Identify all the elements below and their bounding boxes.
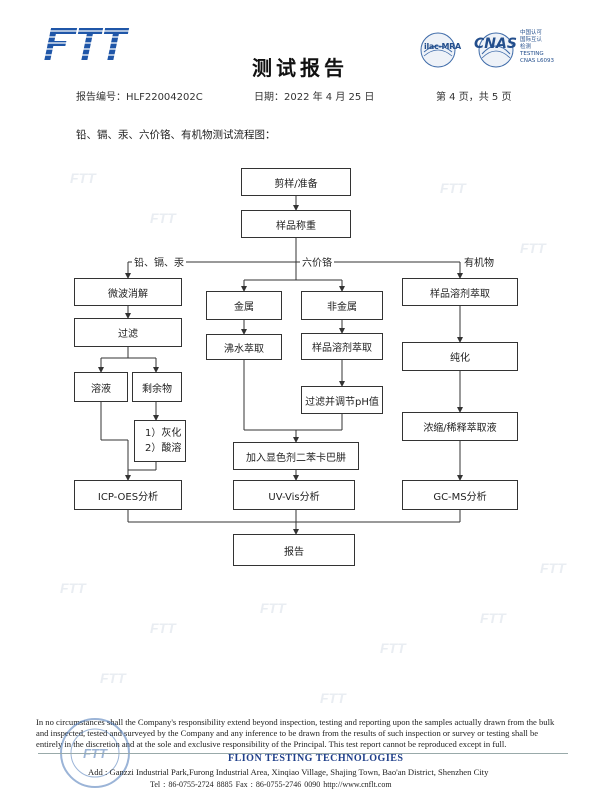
step-solvent-extract-right: 样品溶剂萃取 (402, 278, 518, 306)
watermark: FTT (520, 240, 546, 256)
cnas-detail-line: 国际互认 (520, 37, 543, 43)
step-ash-digest: 1）灰化 2）酸溶 (134, 420, 186, 462)
footer-address: Add : Ganzzi Industrial Park,Furong Indu… (88, 767, 489, 777)
step-uv-vis: UV-Vis分析 (233, 480, 355, 510)
branch-label-organic: 有机物 (462, 254, 496, 269)
ash-step-1: 1）灰化 (145, 428, 182, 439)
step-metal: 金属 (206, 291, 282, 320)
ilac-badge-label: ilac-MRA (424, 42, 461, 51)
cnas-detail-line: CNAS L6093 (520, 58, 555, 64)
step-boiling-water: 沸水萃取 (206, 334, 282, 360)
watermark: FTT (60, 580, 86, 596)
watermark: FTT (150, 210, 176, 226)
watermark: FTT (480, 610, 506, 626)
step-gc-ms: GC-MS分析 (402, 480, 518, 510)
footer-divider (38, 753, 568, 762)
step-concentrate: 浓缩/稀释萃取液 (402, 412, 518, 441)
step-icp-oes: ICP-OES分析 (74, 480, 182, 510)
step-filter: 过滤 (74, 318, 182, 347)
report-number: 报告编号：HLF22004202C (76, 92, 203, 103)
watermark: FTT (150, 620, 176, 636)
step-report: 报告 (233, 534, 355, 566)
cnas-badge-label: CNAS (474, 36, 517, 52)
cnas-detail-line: 中国认可 (520, 30, 543, 36)
watermark: FTT (440, 180, 466, 196)
flowchart-intro: 铅、镉、汞、六价铬、有机物测试流程图： (76, 129, 276, 141)
watermark: FTT (380, 640, 406, 656)
page-title: 测试报告 (252, 56, 348, 80)
watermark: FTT (260, 600, 286, 616)
step-sample-prep: 剪样/准备 (241, 168, 351, 196)
watermark: FTT (540, 560, 566, 576)
watermark: FTT (320, 690, 346, 706)
branch-label-cr6: 六价铬 (300, 254, 334, 269)
step-solution: 溶液 (74, 372, 128, 402)
report-date: 日期：2022 年 4 月 25 日 (254, 92, 375, 103)
step-color-reagent: 加入显色剂二苯卡巴肼 (233, 442, 359, 470)
watermark: FTT (100, 670, 126, 686)
ash-step-2: 2）酸溶 (145, 443, 182, 454)
footer-contact: Tel : 86-0755-2724 8885 Fax : 86-0755-27… (150, 780, 392, 789)
step-solvent-extract-mid: 样品溶剂萃取 (301, 333, 383, 360)
watermark: FTT (70, 170, 96, 186)
step-microwave: 微波消解 (74, 278, 182, 306)
cnas-detail-line: 检测 (520, 44, 532, 50)
step-weigh: 样品称重 (241, 210, 351, 238)
branch-label-metals: 铅、镉、汞 (132, 254, 186, 269)
step-nonmetal: 非金属 (301, 291, 383, 320)
footer-company: FLION TESTING TECHNOLOGIES (228, 753, 404, 764)
cnas-detail-line: TESTING (520, 51, 544, 57)
step-filter-ph: 过滤并调节pH值 (301, 386, 383, 414)
step-residue: 剩余物 (132, 372, 182, 402)
page-number: 第 4 页，共 5 页 (436, 92, 512, 103)
cnas-details: 中国认可 国际互认 检测 TESTING CNAS L6093 (520, 30, 554, 65)
certification-badges: ilac-MRA CNAS 中国认可 国际互认 检测 TESTING CNAS … (418, 30, 578, 70)
step-purify: 纯化 (402, 342, 518, 371)
disclaimer-text: In no circumstances shall the Company's … (36, 717, 555, 749)
ftt-logo (41, 28, 130, 60)
